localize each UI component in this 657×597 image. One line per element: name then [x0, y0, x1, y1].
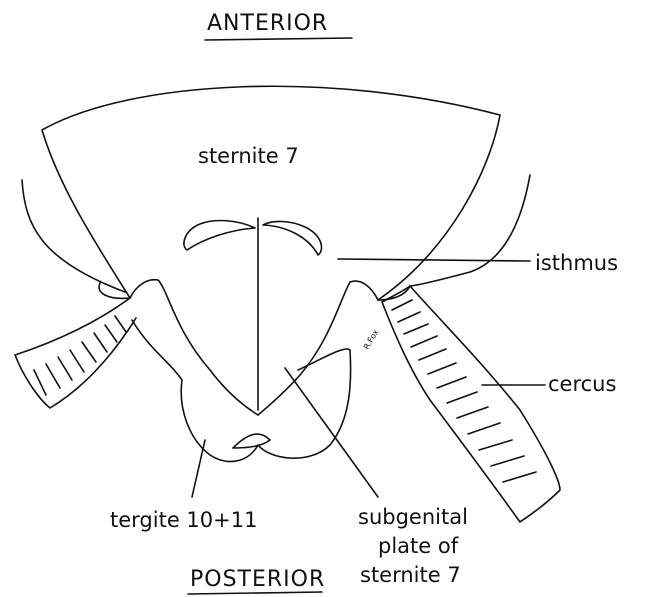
- label-isthmus: isthmus: [535, 251, 618, 275]
- subgenital-plate-left: [130, 280, 258, 415]
- label-subgenital-line1: subgenital: [358, 505, 468, 529]
- heading-posterior: POSTERIOR: [190, 567, 325, 592]
- heading-posterior-underline: [188, 592, 322, 594]
- right-cercus-outline: [382, 286, 560, 522]
- label-sternite-7: sternite 7: [198, 144, 299, 168]
- label-cercus: cercus: [548, 372, 616, 396]
- label-tergite: tergite 10+11: [110, 508, 257, 532]
- subgenital-plate-right: [258, 281, 378, 415]
- leader-subgenital: [285, 368, 378, 497]
- leader-isthmus: [338, 259, 530, 261]
- heading-anterior-underline: [205, 38, 352, 40]
- right-lateral-flap: [410, 175, 530, 286]
- isthmus-right-crescent: [263, 221, 322, 255]
- isthmus-left-crescent: [184, 221, 255, 250]
- artist-signature: R.Fox: [362, 328, 381, 351]
- leader-tergite: [192, 440, 205, 497]
- right-cercus-segments: [392, 300, 536, 482]
- left-cercus-outline: [15, 298, 136, 408]
- left-lateral-flap: [22, 180, 125, 292]
- sternite-7-outline: [42, 86, 500, 300]
- label-subgenital-line3: sternite 7: [360, 563, 461, 587]
- label-subgenital-line2: plate of: [378, 534, 459, 558]
- heading-anterior: ANTERIOR: [207, 11, 328, 36]
- tergite-notch: [233, 434, 270, 448]
